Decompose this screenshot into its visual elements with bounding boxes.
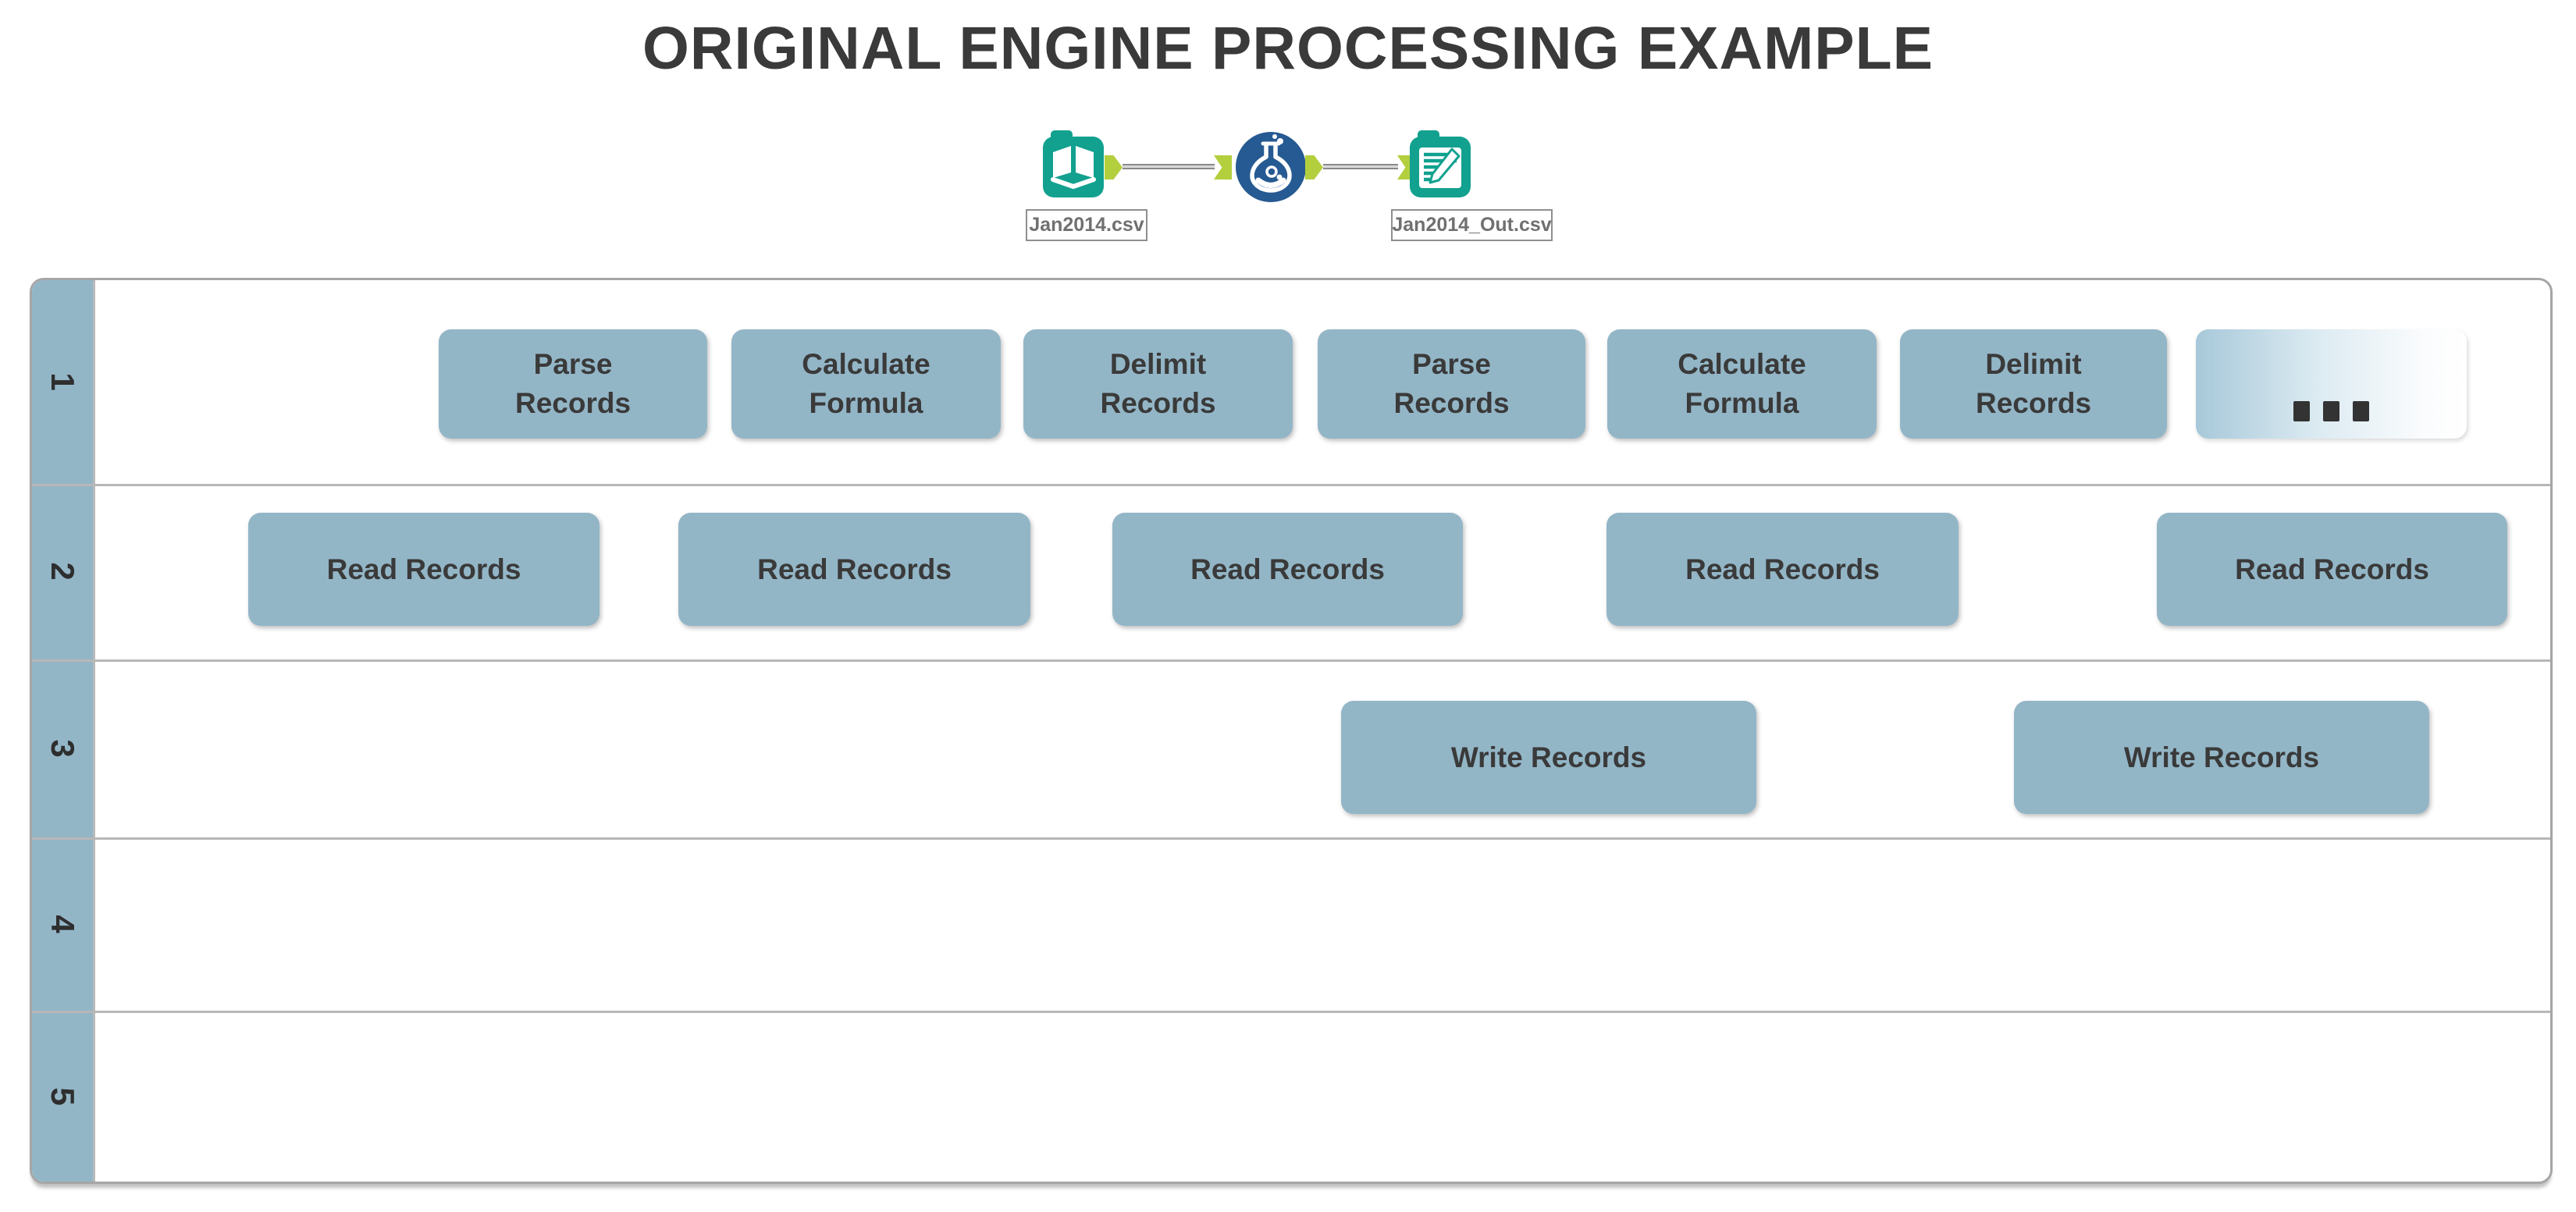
output-anchor-icon (1105, 155, 1123, 179)
input-file-label: Jan2014.csv (1026, 209, 1147, 241)
lane-divider (32, 484, 2550, 486)
output-anchor-icon (1305, 155, 1323, 179)
lane-number-2: 2 (44, 562, 81, 581)
lane-number-3: 3 (44, 739, 81, 758)
input-data-icon (1043, 130, 1104, 197)
ellipsis-icon (2196, 401, 2467, 421)
process-box: Delimit Records (1023, 329, 1293, 439)
process-box: Read Records (2157, 513, 2507, 626)
lane-divider (32, 837, 2550, 840)
process-box: Parse Records (439, 329, 707, 439)
process-box: Read Records (1112, 513, 1463, 626)
connector-line (1323, 164, 1398, 169)
formula-tool-icon (1236, 132, 1306, 202)
process-box: Write Records (1341, 701, 1756, 814)
process-box: Read Records (248, 513, 600, 626)
process-box: Calculate Formula (731, 329, 1001, 439)
lane-number-4: 4 (44, 915, 81, 933)
output-data-icon (1410, 130, 1471, 197)
swimlane-table: 1 2 3 4 5 Parse Records Calculate Formul… (30, 278, 2553, 1184)
process-box: Read Records (1606, 513, 1959, 626)
page-title: ORIGINAL ENGINE PROCESSING EXAMPLE (642, 15, 1934, 82)
process-box: Write Records (2014, 701, 2429, 814)
lane-number-5: 5 (44, 1087, 81, 1106)
lane-divider (32, 659, 2550, 662)
ellipsis-box (2196, 329, 2467, 439)
lane-sidebar (32, 280, 95, 1182)
process-box: Read Records (678, 513, 1030, 626)
connector-line (1123, 164, 1215, 169)
lane-divider (32, 1011, 2550, 1013)
lane-number-1: 1 (44, 372, 81, 391)
process-box: Calculate Formula (1607, 329, 1877, 439)
process-box: Parse Records (1318, 329, 1585, 439)
input-anchor-icon (1214, 155, 1232, 179)
process-box: Delimit Records (1900, 329, 2167, 439)
output-file-label: Jan2014_Out.csv (1391, 209, 1553, 241)
